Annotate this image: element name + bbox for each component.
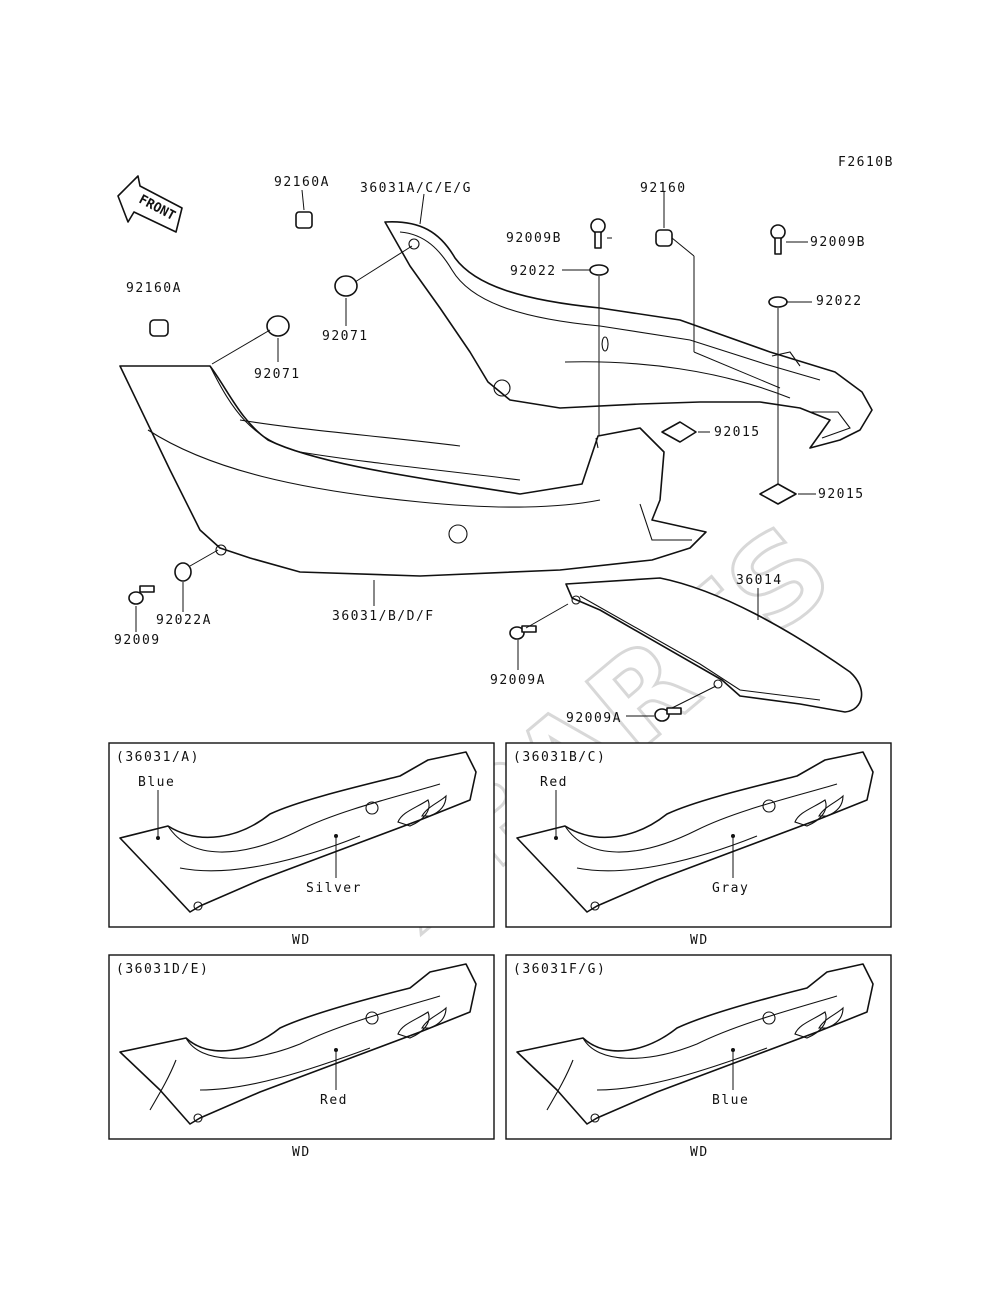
callout-92009a-a: 92009A <box>490 673 546 688</box>
variant-panel-c: (36031D/E) Red WD <box>108 954 495 1160</box>
grommet-92160-icon <box>655 229 673 247</box>
grommet-92071-a-icon <box>334 275 358 297</box>
variant-code: (36031B/C) <box>513 750 606 765</box>
variant-color-1: Blue <box>138 775 175 790</box>
callout-92009a-b: 92009A <box>566 711 622 726</box>
callout-92160a-left: 92160A <box>126 281 182 296</box>
variant-code: (36031F/G) <box>513 962 606 977</box>
callout-92160a-top: 92160A <box>274 175 330 190</box>
cover-thumbnail-icon <box>516 963 874 1125</box>
screw-92009b-a-icon <box>590 218 606 249</box>
variant-model: WD <box>292 933 311 948</box>
variant-code: (36031D/E) <box>116 962 209 977</box>
variant-panel-d: (36031F/G) Blue WD <box>505 954 892 1160</box>
nut-92015-b-icon <box>759 483 797 505</box>
variant-color-2: Blue <box>712 1093 749 1108</box>
callout-36031bdf: 36031/B/D/F <box>332 609 435 624</box>
callout-92071-b: 92071 <box>254 367 301 382</box>
grommet-92071-b-icon <box>266 315 290 337</box>
variant-model: WD <box>690 933 709 948</box>
callout-92022-a: 92022 <box>510 264 557 279</box>
tail-cover <box>565 577 863 713</box>
cover-thumbnail-icon <box>119 751 477 913</box>
callout-92009: 92009 <box>114 633 161 648</box>
variant-model: WD <box>690 1145 709 1160</box>
variant-panel-b: (36031B/C) Red Gray WD <box>505 742 892 948</box>
callout-92022a: 92022A <box>156 613 212 628</box>
screw-92009-icon <box>128 585 155 605</box>
screw-92009a-a-icon <box>509 625 537 640</box>
washer-92022-b-icon <box>768 296 788 308</box>
cover-thumbnail-icon <box>516 751 874 913</box>
callout-92071-a: 92071 <box>322 329 369 344</box>
cover-thumbnail-icon <box>119 963 477 1125</box>
figure-code: F2610B <box>838 155 894 170</box>
callout-92015-b: 92015 <box>818 487 865 502</box>
callout-92022-b: 92022 <box>816 294 863 309</box>
washer-92022a-icon <box>174 562 192 582</box>
callout-92009b-b: 92009B <box>810 235 866 250</box>
grommet-92160a-top-icon <box>295 211 313 229</box>
variant-color-2: Gray <box>712 881 749 896</box>
upper-side-cover <box>384 221 873 449</box>
front-arrow-icon: FRONT <box>117 175 183 233</box>
callout-36014: 36014 <box>736 573 783 588</box>
variant-color-2: Red <box>320 1093 348 1108</box>
variant-code: (36031/A) <box>116 750 200 765</box>
variant-color-1: Red <box>540 775 568 790</box>
screw-92009b-b-icon <box>770 224 786 255</box>
callout-36031aceg: 36031A/C/E/G <box>360 181 472 196</box>
grommet-92160a-left-icon <box>149 319 169 337</box>
callout-92009b-a: 92009B <box>506 231 562 246</box>
washer-92022-a-icon <box>589 264 609 276</box>
variant-color-2: Silver <box>306 881 362 896</box>
variant-panel-a: (36031/A) Blue Silver WD <box>108 742 495 948</box>
variant-model: WD <box>292 1145 311 1160</box>
callout-92160: 92160 <box>640 181 687 196</box>
lower-side-cover <box>119 365 707 577</box>
nut-92015-a-icon <box>661 421 697 443</box>
callout-92015-a: 92015 <box>714 425 761 440</box>
screw-92009a-b-icon <box>654 707 682 722</box>
